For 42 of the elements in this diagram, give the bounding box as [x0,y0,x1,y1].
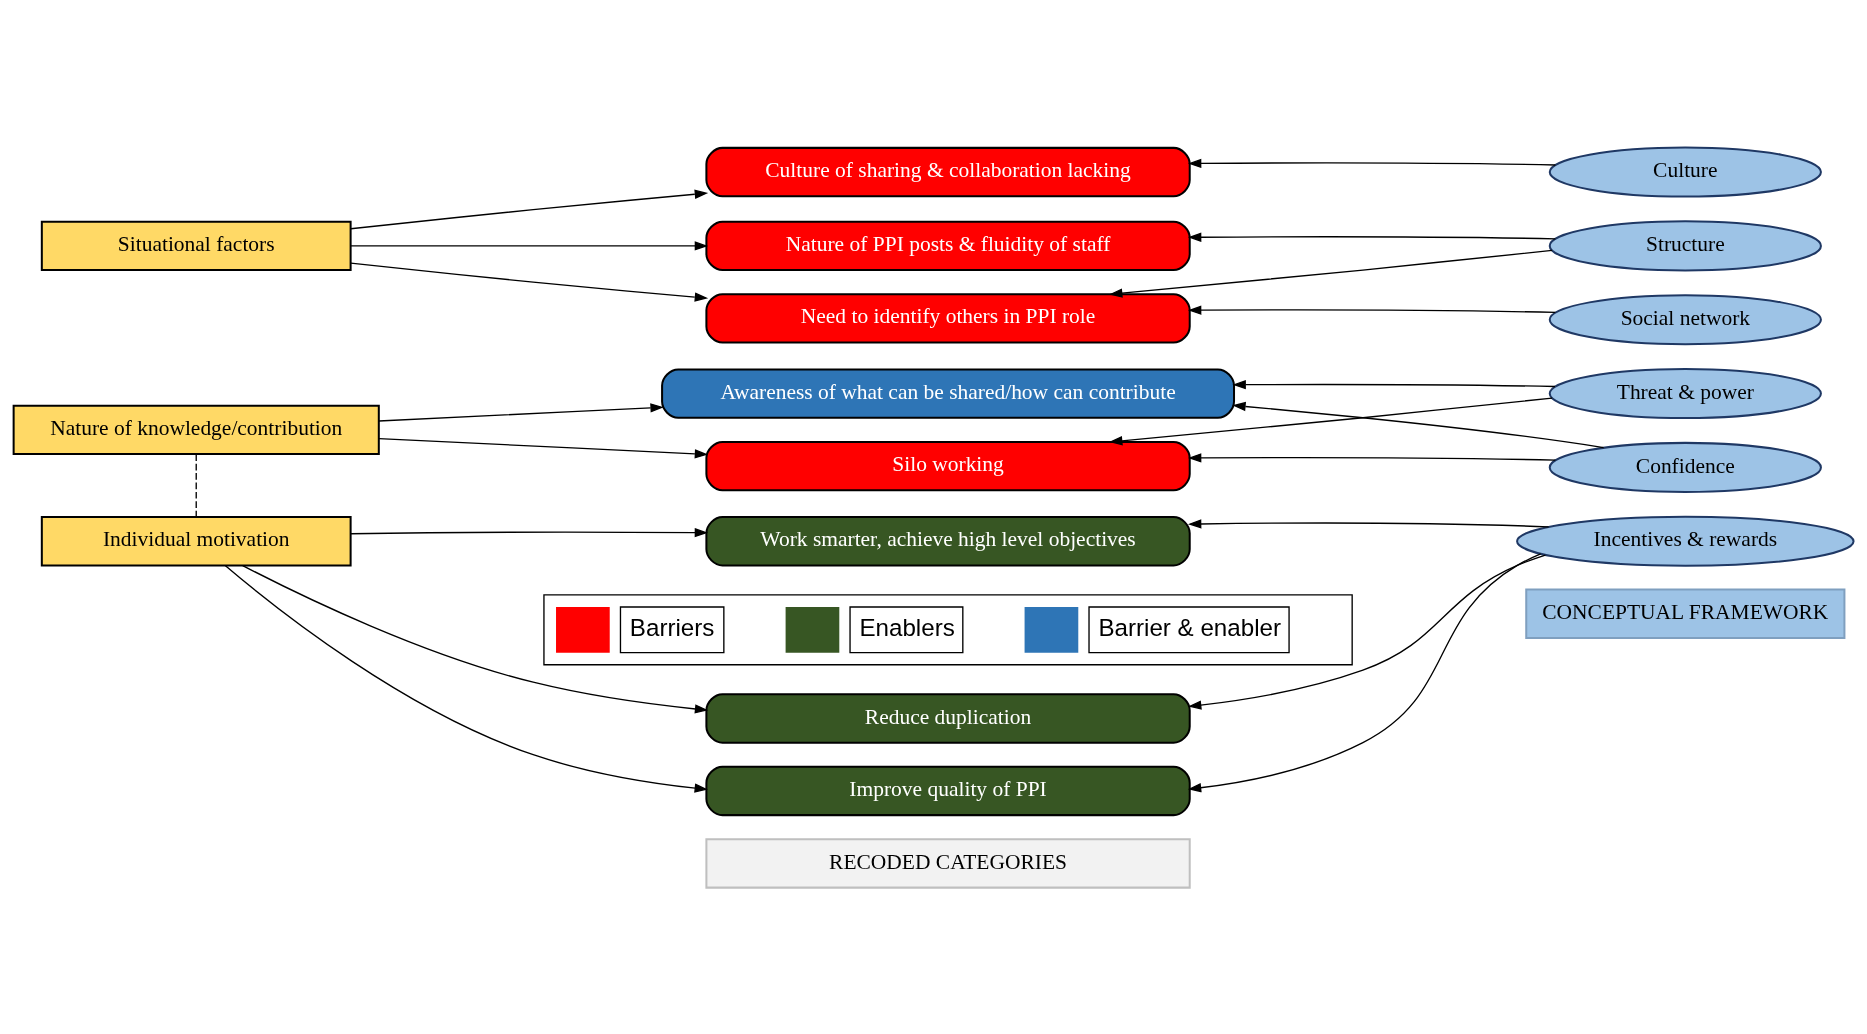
arrow [242,564,709,714]
arrow [1187,158,1557,168]
arrow [1187,552,1542,792]
arrow [1232,379,1556,389]
node-ellipse: Structure [1548,219,1822,271]
arrow [1187,452,1557,463]
node-box: Culture of sharing & collaboration lacking [705,146,1191,197]
node-ellipse: Social network [1548,293,1822,345]
legend-label: Barrier & enabler [1098,613,1282,641]
arrow [1187,553,1546,710]
node-box: Reduce duplication [705,692,1191,744]
node-box: Need to identify others in PPI role [705,292,1191,344]
legend-label: Enablers [859,613,955,641]
node-box: Work smarter, achieve high level objectives [705,515,1191,566]
arrow [350,527,709,537]
arrow [1109,249,1553,298]
node-ellipse: Threat & power [1548,367,1822,419]
node-ellipse: Confidence [1548,441,1822,493]
node-ellipse: Incentives & rewards [1516,515,1855,567]
arrow [1187,518,1550,529]
arrow [1232,401,1605,448]
node-box: Situational factors [40,220,352,271]
arrow [378,402,664,422]
arrow [350,240,709,251]
connector [195,453,197,518]
arrow [1109,396,1553,445]
node-box: RECODED CATEGORIES [705,837,1191,889]
node-box: Nature of PPI posts & fluidity of staff [705,220,1191,271]
node-box: Individual motivation [40,515,352,566]
node-box: Awareness of what can be shared/how can contribute [661,367,1236,419]
arrow [224,564,708,793]
arrow [1187,232,1557,242]
legend-label: Barriers [629,613,715,641]
node-box: Improve quality of PPI [705,765,1191,816]
arrow [1187,305,1557,315]
arrow [378,437,709,459]
arrow [350,189,709,229]
node-box: Nature of knowledge/contribution [12,404,380,455]
node-ellipse: Culture [1548,146,1822,198]
arrow [350,261,709,302]
node-box: CONCEPTUAL FRAMEWORK [1525,588,1846,639]
node-box: Silo working [705,440,1191,491]
